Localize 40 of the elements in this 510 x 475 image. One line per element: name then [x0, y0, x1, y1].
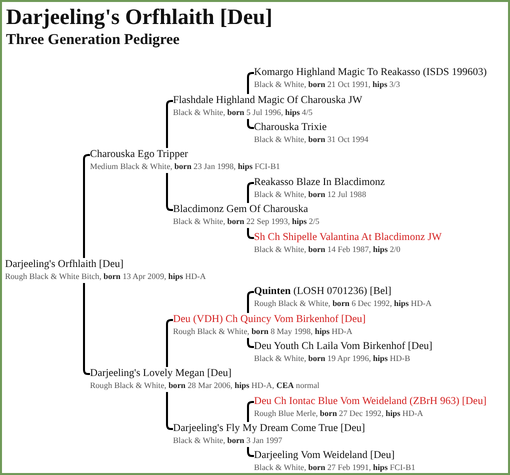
pedigree-bracket [247, 182, 254, 203]
dog-name: Reakasso Blaze In Blacdimonz [254, 176, 385, 189]
dog-name: Quinten (LOSH 0701236) [Bel] [254, 285, 392, 298]
pedigree-bracket [247, 228, 254, 239]
dog-details: Black & White, born 22 Sep 1993, hips 2/5 [173, 216, 320, 227]
dog-details: Black & White, born 21 Oct 1991, hips 3/3 [254, 79, 401, 90]
title: Darjeeling's Orfhlaith [Deu] [6, 4, 272, 30]
dog-details: Rough Black & White, born 8 May 1998, hips HD-A [173, 326, 354, 337]
subtitle: Three Generation Pedigree [6, 32, 180, 49]
dog-details: Black & White, born 5 Jul 1996, hips 4/5 [173, 107, 314, 118]
champion-name: Deu Ch Iontac Blue Vom Weideland (ZBrH 963) [Deu] [254, 395, 486, 408]
dog-details: Black & White, born 3 Jan 1997 [173, 435, 284, 446]
dog-details: Medium Black & White, born 23 Jan 1998, hips FCI-B1 [90, 161, 280, 172]
dog-details: Rough Blue Merle, born 27 Dec 1992, hips HD-A [254, 408, 424, 419]
dog-name: Darjeeling Vom Weideland [Deu] [254, 449, 396, 462]
dog-name: Flashdale Highland Magic Of Charouska JW [173, 94, 362, 107]
dog-name: Charouska Trixie [254, 121, 328, 134]
dog-details: Black & White, born 27 Feb 1991, hips FCI-B1 [254, 462, 416, 473]
pedigree-bracket [247, 401, 254, 422]
dog-name: Darjeeling's Fly My Dream Come True [Deu] [173, 422, 366, 435]
dog-details: Rough Black & White, born 6 Dec 1992, hips HD-A [254, 298, 432, 309]
dog-name: Blacdimonz Gem Of Charouska [173, 203, 310, 216]
dog-name: Darjeeling's Lovely Megan [Deu] [90, 367, 233, 380]
pedigree-bracket [247, 72, 254, 94]
dog-details: Black & White, born 14 Feb 1987, hips 2/0 [254, 244, 402, 255]
dog-name: Komargo Highland Magic To Reakasso (ISDS 199603) [254, 66, 487, 79]
dog-details: Rough Black & White, born 28 Mar 2006, hips HD-A, CEA normal [90, 380, 320, 391]
pedigree-bracket [247, 447, 254, 457]
dog-details: Rough Black & White Bitch, born 13 Apr 2009, hips HD-A [5, 271, 206, 282]
dog-name: Charouska Ego Tripper [90, 148, 189, 161]
dog-details: Black & White, born 12 Jul 1988 [254, 189, 368, 200]
dog-details: Black & White, born 19 Apr 1996, hips HD-B [254, 353, 412, 364]
champion-name: Sh Ch Shipelle Valantina At Blacdimonz JW [254, 231, 442, 244]
dog-name: Darjeeling's Orfhlaith [Deu] [5, 258, 125, 271]
dog-details: Black & White, born 31 Oct 1994 [254, 134, 368, 145]
champion-name: Deu (VDH) Ch Quincy Vom Birkenhof [Deu] [173, 313, 366, 326]
pedigree-bracket [247, 291, 254, 313]
pedigree-bracket [247, 338, 254, 348]
pedigree-bracket [247, 119, 254, 129]
dog-name: Deu Youth Ch Laila Vom Birkenhof [Deu] [254, 340, 432, 353]
